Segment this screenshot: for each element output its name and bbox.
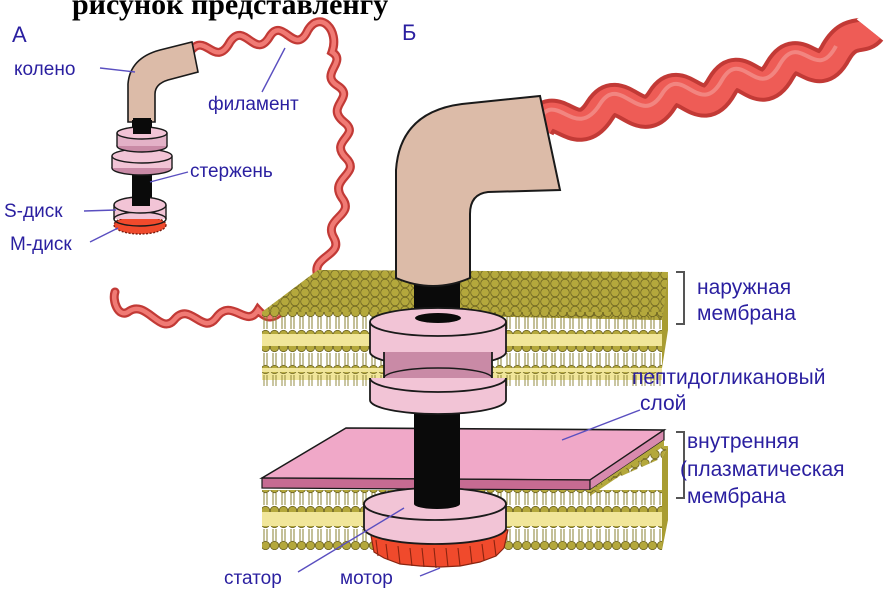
label-pg-2: слой [640, 392, 686, 415]
knee-b [396, 96, 560, 286]
label-inner-1: внутренняя [687, 430, 799, 453]
label-knee: колено [14, 59, 75, 80]
panel-b-letter: Б [402, 20, 416, 45]
panel-a: А колено [4, 22, 350, 324]
rings-a [112, 118, 172, 175]
panel-a-letter: А [12, 22, 27, 47]
panel-b: Б [224, 20, 870, 589]
label-outer-1: наружная [697, 276, 791, 299]
label-s-disk: S-диск [4, 201, 63, 222]
brace-outer [676, 272, 684, 324]
label-inner-3: мембрана [687, 485, 786, 508]
stator-b [364, 486, 506, 544]
label-inner-2: (плазматическая [680, 458, 845, 481]
label-rod: стержень [190, 161, 273, 182]
label-stator: статор [224, 568, 282, 589]
knee-a [128, 42, 198, 122]
label-motor: мотор [340, 568, 393, 589]
peptidoglycan-layer [262, 428, 664, 490]
label-pg-1: пептидогликановый [632, 366, 825, 389]
label-filament: филамент [208, 94, 299, 115]
header-fragment: рисунок представленгу [72, 0, 388, 21]
label-outer-2: мембрана [697, 302, 796, 325]
label-m-disk: М-диск [10, 234, 72, 255]
